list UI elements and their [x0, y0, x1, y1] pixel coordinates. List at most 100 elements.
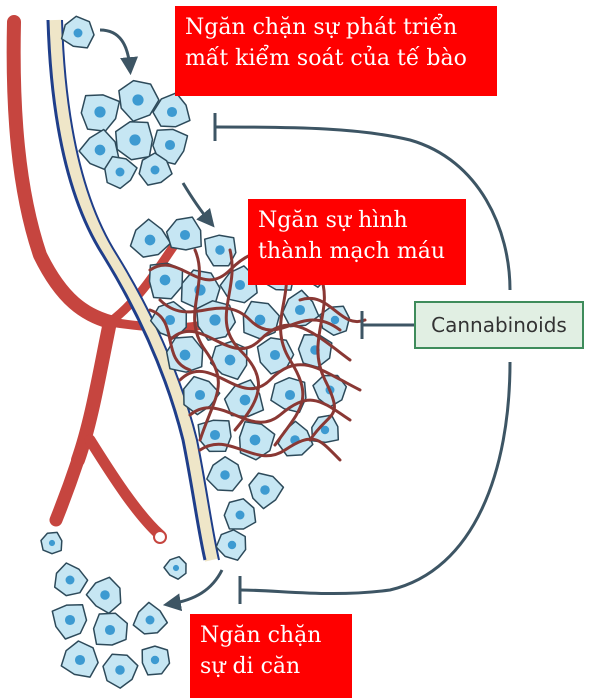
cell-nucleus [73, 28, 83, 38]
label-growth-inhibition: Ngăn chặn sự phát triển mất kiểm soát củ… [175, 6, 497, 96]
cell [129, 218, 172, 258]
cell-nucleus [249, 434, 261, 446]
arrow-growth [99, 28, 139, 76]
cell-nucleus [330, 315, 340, 325]
cell-nucleus [164, 314, 176, 326]
label-meta-line-2: sự di căn [200, 654, 301, 679]
cell-nucleus [235, 510, 245, 520]
capillary [178, 363, 362, 392]
cell [60, 640, 99, 678]
cell-nucleus [224, 354, 236, 366]
cell-nucleus [65, 575, 75, 585]
blood-vessel [6, 15, 225, 541]
cell [138, 152, 173, 186]
cell [40, 531, 63, 555]
capillary [298, 296, 367, 324]
progression-arrows [99, 28, 224, 612]
cell [92, 612, 129, 646]
cell-nucleus [294, 304, 306, 316]
cell-nucleus [144, 234, 156, 246]
cell-nucleus [100, 590, 110, 600]
cell [102, 653, 139, 689]
cell-nucleus [150, 655, 160, 665]
cell-nucleus [209, 429, 221, 441]
label-angiogenesis-inhibition: Ngăn sự hình thành mạch máu [248, 199, 466, 285]
cell-nucleus [194, 389, 206, 401]
cell [152, 92, 191, 128]
label-growth-line-2: mất kiểm soát của tế bào [185, 46, 467, 71]
cell-nucleus [115, 665, 125, 675]
cell [165, 336, 204, 373]
cell [51, 604, 88, 640]
cell [203, 234, 237, 267]
cell-nucleus [179, 229, 191, 241]
cell [163, 555, 187, 580]
cell [223, 498, 257, 530]
cell-nucleus [74, 654, 86, 666]
cell [248, 472, 285, 510]
cell-nucleus [234, 279, 246, 291]
cell [182, 375, 221, 416]
arrow-metastasis [162, 569, 224, 612]
cell [165, 216, 202, 251]
cell [319, 305, 351, 337]
inhibition-lines [213, 113, 512, 604]
cell [215, 529, 247, 561]
cell [118, 79, 160, 122]
cell [206, 456, 243, 492]
cell-nucleus [145, 615, 155, 625]
label-angio-line-2: thành mạch máu [258, 239, 446, 264]
cannabinoids-box: Cannabinoids [414, 301, 584, 349]
capillary [148, 308, 192, 372]
cell-nucleus [104, 624, 116, 636]
label-metastasis-inhibition: Ngăn chặn sự di căn [190, 614, 352, 698]
cell-nucleus [284, 389, 296, 401]
cell [238, 420, 276, 461]
cell-nucleus [164, 139, 176, 151]
cell [114, 120, 154, 161]
cell-nucleus [220, 470, 230, 480]
cell-nucleus [129, 134, 141, 146]
cell-nucleus [320, 425, 330, 435]
tumor-cells-front [40, 531, 187, 689]
vessel-end [153, 530, 167, 544]
cell [297, 334, 333, 368]
cell-nucleus [94, 144, 106, 156]
cell [60, 15, 95, 49]
cell-nucleus [269, 349, 281, 361]
capillary [224, 248, 260, 432]
label-angio-line-1: Ngăn sự hình [258, 208, 408, 233]
cell [311, 414, 340, 444]
cell-nucleus [172, 564, 180, 572]
cell [53, 562, 89, 597]
label-growth-line-1: Ngăn chặn sự phát triển [185, 15, 458, 40]
cell-nucleus [159, 274, 171, 286]
cell-nucleus [227, 540, 237, 550]
cell-nucleus [64, 614, 76, 626]
inhibit-growth-line [214, 125, 512, 291]
capillary [158, 298, 342, 332]
cell-nucleus [260, 485, 270, 495]
cell-nucleus [115, 167, 125, 177]
cell [78, 128, 120, 171]
cell [141, 645, 171, 676]
arrow-angiogenesis [181, 182, 215, 228]
cell-nucleus [132, 94, 144, 106]
tumor-cells [60, 15, 351, 561]
inhibit-metastasis-line [239, 361, 512, 596]
cell-nucleus [254, 314, 266, 326]
capillary [188, 398, 352, 424]
capillary [198, 437, 342, 462]
cell-nucleus [179, 349, 191, 361]
capillary [193, 248, 220, 442]
cell-nucleus [94, 106, 106, 118]
cell-nucleus [166, 106, 178, 118]
cell-nucleus [209, 314, 221, 326]
cell-nucleus [150, 165, 160, 175]
cell [152, 128, 189, 165]
cell [104, 155, 138, 190]
cell-nucleus [48, 539, 56, 547]
cell-nucleus [239, 394, 251, 406]
cell [85, 576, 122, 615]
